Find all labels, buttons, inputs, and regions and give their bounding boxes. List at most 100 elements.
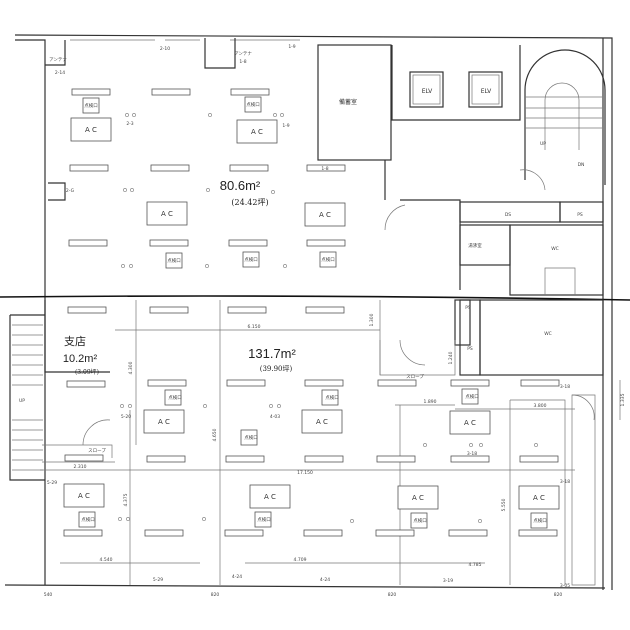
fixture-outline — [301, 409, 343, 434]
c17-label: 3-19 — [443, 578, 453, 584]
d4709-label: 4.709 — [294, 557, 307, 563]
fixture-outline — [164, 389, 182, 406]
ps-label: PS — [465, 305, 471, 311]
plan-line — [9, 314, 45, 481]
inspection-hatch: 点検口 — [321, 389, 339, 406]
d1335-label: 1.335 — [620, 393, 626, 406]
stair-dn-label: DN — [578, 162, 585, 168]
plan-line — [15, 39, 46, 585]
sheet-join-line — [0, 295, 630, 301]
ceiling-outlet — [277, 404, 281, 408]
ds-room — [459, 201, 561, 223]
ceiling-outlet — [283, 264, 287, 268]
fixture-outline — [150, 164, 190, 172]
stair-up-label: UP — [19, 398, 25, 404]
ac-label: A C — [158, 418, 170, 426]
ceiling-outlet — [273, 113, 277, 117]
plan-line — [544, 82, 580, 150]
fixture-outline — [412, 74, 441, 105]
fixture-outline — [229, 164, 269, 172]
inspection-hatch: 点検口 — [461, 388, 479, 405]
ceiling-outlet — [280, 113, 284, 117]
ceiling-outlet — [478, 519, 482, 523]
elv-label: ELV — [481, 88, 492, 95]
fixture-outline — [69, 164, 109, 172]
c4-label: 2-14 — [55, 70, 65, 76]
fixture-outline — [319, 251, 337, 268]
plan-line — [571, 394, 595, 421]
c7-label: 2-G — [66, 188, 75, 194]
ac-label: A C — [316, 418, 328, 426]
ceiling-outlet — [130, 188, 134, 192]
upper-tsubo-label: (24.42坪) — [231, 198, 268, 207]
ceiling-outlet — [128, 404, 132, 408]
ac-unit: A C — [518, 485, 560, 510]
fixture-outline — [147, 379, 187, 387]
d4785-label: 4.785 — [469, 562, 482, 568]
ceiling-outlet — [121, 264, 125, 268]
wc-room-2 — [479, 299, 604, 376]
ceiling-outlet — [479, 443, 483, 447]
elv-label: ELV — [422, 88, 433, 95]
fixture-outline — [146, 455, 186, 463]
ceiling-outlet — [203, 404, 207, 408]
ceiling-outlet — [126, 517, 130, 521]
fixture-outline — [225, 455, 265, 463]
d17150-label: 17.150 — [297, 470, 313, 476]
inspection-label: 点検口 — [413, 517, 427, 524]
inspection-hatches: 点検口 点検口 点検口 点検口 点検口 点検口 点検口 点検口 点検口 点検口 … — [78, 96, 548, 529]
fixture-outline — [151, 88, 191, 96]
plan-line — [14, 34, 613, 590]
antenna-label: アンテナ — [49, 57, 67, 63]
inspection-hatch: 点検口 — [530, 512, 548, 529]
ac-label: A C — [412, 494, 424, 502]
storage-label: 備蓄室 — [339, 98, 357, 106]
inspection-label: 点検口 — [321, 256, 335, 263]
fixture-outline — [321, 389, 339, 406]
fixture-outline — [70, 117, 112, 142]
ceiling-outlet — [205, 264, 209, 268]
fixture-outline — [68, 239, 108, 247]
plan-line — [391, 45, 521, 121]
d3800-label: 3.800 — [534, 403, 547, 409]
ac-label: A C — [161, 210, 173, 218]
fixture-outline — [450, 455, 490, 463]
ceiling-outlet — [129, 264, 133, 268]
stair-up-label: UP — [540, 141, 546, 147]
dimension-labels: 6.150 1.300 1.240 4.300 4.650 17.150 2.3… — [44, 313, 626, 598]
inspection-hatch: 点検口 — [165, 252, 183, 269]
ceiling-outlet — [269, 404, 273, 408]
fixture-outline — [236, 119, 278, 144]
c3-label: 1-8 — [239, 59, 246, 65]
plan-line — [544, 267, 576, 295]
c15-label: 5-29 — [153, 577, 163, 583]
d1240-label: 1.240 — [448, 351, 454, 364]
fixture-outline — [240, 429, 258, 446]
fixture-outline — [244, 96, 262, 113]
fixture-outline — [64, 454, 104, 462]
fixture-outline — [304, 379, 344, 387]
fixture-outline — [71, 88, 111, 96]
ac-label: A C — [533, 494, 545, 502]
plan-line — [44, 300, 110, 373]
fixture-outline — [146, 201, 188, 226]
branch-area-label: 10.2m² — [63, 353, 98, 365]
inspection-hatch: 点検口 — [410, 512, 428, 529]
ceiling-outlet — [534, 443, 538, 447]
ps-room-1 — [559, 201, 604, 223]
inspection-label: 点検口 — [84, 102, 98, 109]
plan-line — [48, 182, 66, 201]
inspection-hatch: 点検口 — [244, 96, 262, 113]
plan-line — [509, 399, 566, 585]
c18-label: 3-05 — [560, 583, 570, 589]
plan-line — [571, 394, 596, 586]
ac-label: A C — [78, 492, 90, 500]
fixture-outline — [66, 380, 106, 388]
stair-arch — [524, 49, 606, 185]
ceiling-outlet — [469, 443, 473, 447]
ac-unit: A C — [249, 484, 291, 509]
inspection-label: 点検口 — [257, 516, 271, 523]
d6150-label: 6.150 — [248, 324, 261, 330]
fixture-outline — [304, 455, 344, 463]
